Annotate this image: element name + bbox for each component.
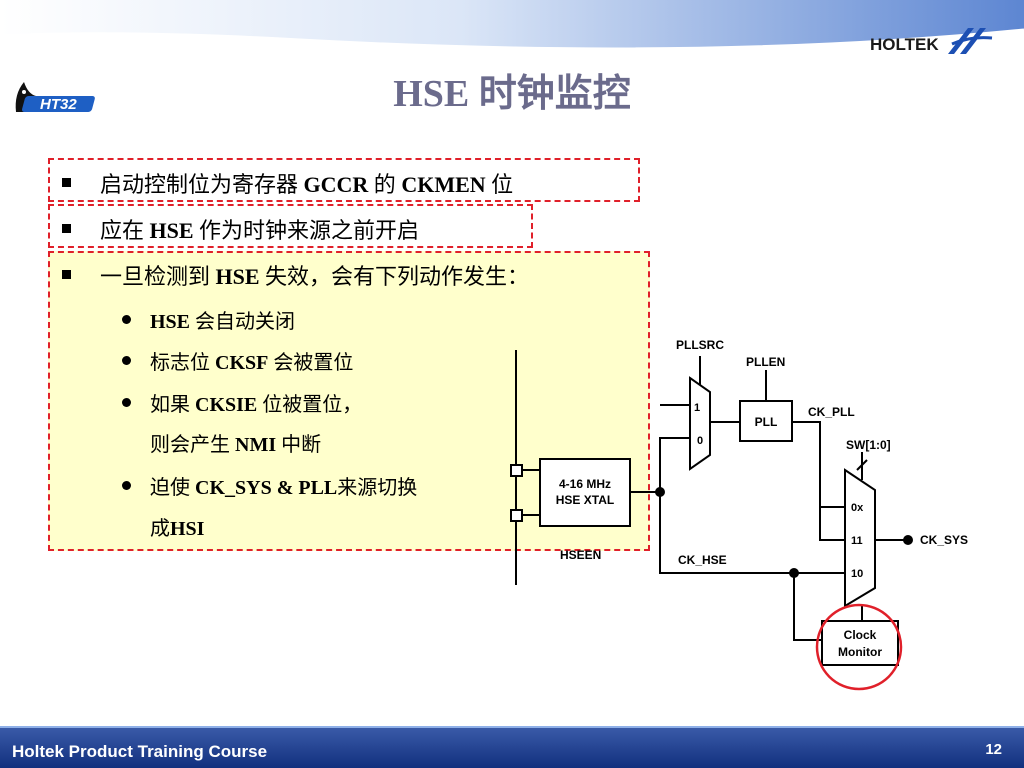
highlight-box-1 [48,158,640,202]
pllen-label: PLLEN [746,355,785,369]
sub-bullet-3: 如果 CKSIE 位被置位， [150,394,363,416]
sw-mux [844,468,876,608]
mux2-input-0x-label: 0x [851,502,864,514]
holtek-logo: HOLTEK [870,28,993,54]
footer-text: Holtek Product Training Course [12,742,268,761]
ht32-logo: HT32 [15,82,95,113]
xtal-pin-2 [510,509,523,522]
mux2-input-10-label: 10 [851,568,863,580]
pllsrc-mux [689,376,711,471]
junction-dot [655,487,665,497]
bullet-dot [122,356,131,365]
bullet-dot [122,398,131,407]
monitor-label-line1: Clock [844,628,877,642]
sub-bullet-1: HSE 会自动关闭 [150,311,296,333]
ck-sys-label: CK_SYS [920,533,968,547]
clock-monitor-block [821,620,899,666]
header-band [0,0,1024,51]
bullet-2: 应在 HSE 作为时钟来源之前开启 [100,218,420,243]
monitor-highlight-circle [815,603,903,691]
xtal-pin-1 [510,464,523,477]
pll-block [739,400,793,442]
bullet-dot [122,315,131,324]
pll-label: PLL [755,415,778,429]
mux1-input-1-label: 1 [694,402,700,414]
bullet-1: 启动控制位为寄存器 GCCR 的 CKMEN 位 [100,172,514,197]
footer-line [0,726,1024,728]
hseen-label: HSEEN [560,548,601,562]
bullet-dot [122,481,131,490]
mux2-input-11-label: 11 [851,535,863,547]
bullet-square [62,178,71,187]
ck-pll-label: CK_PLL [808,405,855,419]
sub-bullet-4: 迫使 CK_SYS & PLL来源切换 [150,477,418,499]
pllsrc-label: PLLSRC [676,338,724,352]
ht32-logo-text: HT32 [40,96,77,113]
output-dot [903,535,913,545]
xtal-label-line2: HSE XTAL [556,493,614,507]
bullet-square [62,224,71,233]
slide-title: HSE 时钟监控 [393,73,631,115]
bullet-3: 一旦检测到 HSE 失效，会有下列动作发生： [100,264,530,289]
sw-label: SW[1:0] [846,438,891,452]
sub-bullet-2: 标志位 CKSF 会被置位 [150,352,354,374]
holtek-logo-text: HOLTEK [870,35,939,54]
junction-dot [789,568,799,578]
footer-bar [0,728,1024,768]
page-number: 12 [985,741,1002,758]
sub-bullet-3-cont: 则会产生 NMI 中断 [150,434,322,456]
bullet-square [62,270,71,279]
mux1-input-0-label: 0 [697,435,703,447]
sub-bullet-4-cont: 成HSI [150,518,205,540]
hse-xtal-block [539,458,631,527]
ck-hse-label: CK_HSE [678,553,727,567]
xtal-label-line1: 4-16 MHz [559,477,611,491]
monitor-label-line2: Monitor [838,645,882,659]
highlight-box-2 [48,204,533,248]
